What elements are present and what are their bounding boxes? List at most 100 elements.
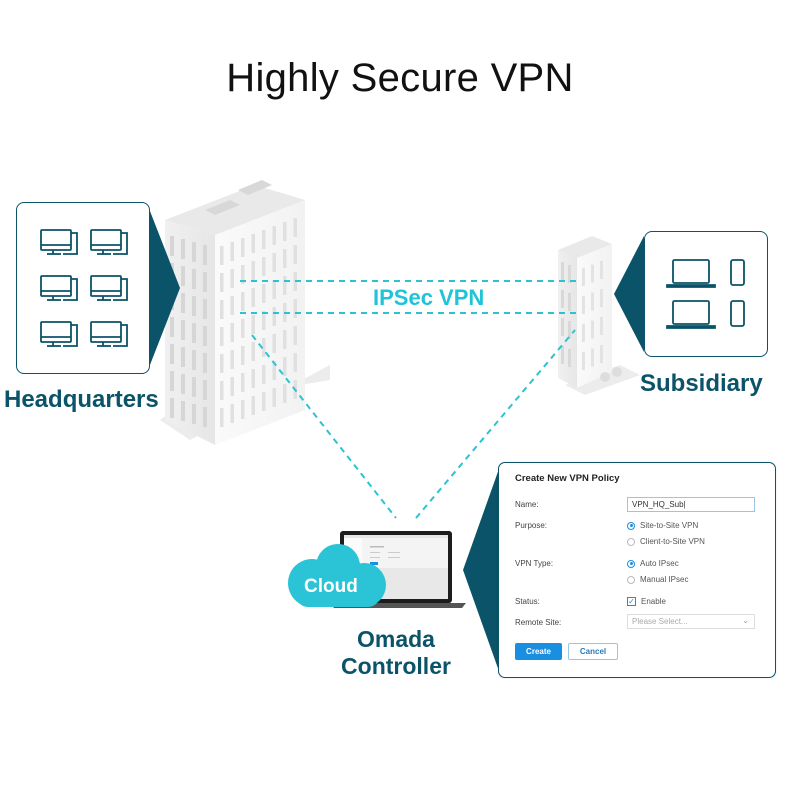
radio-unselected-icon[interactable]: [627, 575, 635, 584]
window: [203, 299, 207, 319]
desktop-icon: [90, 321, 128, 347]
window: [181, 374, 185, 394]
window: [220, 327, 224, 346]
window: [293, 326, 297, 345]
vpn-type-option-auto[interactable]: Auto IPsec: [627, 559, 679, 568]
window: [272, 334, 276, 353]
window: [251, 288, 255, 307]
window: [192, 296, 196, 316]
radio-unselected-icon[interactable]: [627, 537, 635, 546]
purpose-option-site-to-site[interactable]: Site-to-Site VPN: [627, 521, 698, 530]
window: [561, 346, 564, 364]
window: [591, 264, 594, 283]
create-button[interactable]: Create: [515, 643, 562, 660]
window: [192, 242, 196, 262]
window: [568, 265, 571, 283]
window: [600, 289, 603, 307]
window: [220, 381, 224, 400]
window: [230, 323, 234, 342]
radio-selected-icon[interactable]: [627, 521, 635, 530]
window: [192, 350, 196, 370]
vpn-type-label: VPN Type:: [515, 559, 554, 568]
subsidiary-device-icons: [666, 259, 745, 329]
laptop-icon: [666, 300, 716, 329]
window: [262, 365, 266, 384]
chevron-down-icon: ⌄: [742, 616, 749, 625]
window: [283, 222, 287, 241]
window: [293, 218, 297, 237]
subsidiary-devices-panel: [644, 231, 768, 357]
window: [283, 249, 287, 268]
window: [582, 268, 585, 286]
remote-site-select[interactable]: Please Select... ⌄: [627, 614, 755, 629]
window: [192, 323, 196, 343]
form-title: Create New VPN Policy: [515, 473, 620, 484]
window: [272, 280, 276, 299]
window: [192, 404, 196, 424]
vpn-type-option-manual[interactable]: Manual IPsec: [627, 575, 688, 584]
window: [582, 352, 585, 370]
sub-callout-arrow: [614, 236, 644, 352]
form-callout-arrow: [463, 466, 500, 674]
window: [230, 296, 234, 315]
create-vpn-policy-form: Create New VPN Policy Name: VPN_HQ_Sub| …: [498, 462, 776, 678]
window: [600, 345, 603, 363]
window: [262, 257, 266, 276]
window: [251, 396, 255, 415]
omada-controller-label: Omada Controller: [318, 626, 474, 680]
window: [220, 354, 224, 373]
name-input[interactable]: VPN_HQ_Sub|: [627, 497, 755, 512]
window: [251, 315, 255, 334]
window: [293, 299, 297, 318]
window: [591, 292, 594, 311]
laptop-icon: [666, 259, 716, 288]
window: [293, 353, 297, 372]
ipsec-vpn-label: IPSec VPN: [373, 285, 485, 310]
window: [203, 245, 207, 265]
window: [241, 373, 245, 392]
remote-site-placeholder: Please Select...: [632, 617, 688, 626]
purpose-option-client-to-site[interactable]: Client-to-Site VPN: [627, 537, 705, 546]
window: [251, 342, 255, 361]
window: [283, 384, 287, 403]
window: [241, 346, 245, 365]
window: [230, 242, 234, 261]
desktop-icon: [40, 229, 78, 255]
window: [170, 371, 174, 391]
headquarters-label: Headquarters: [4, 386, 159, 413]
window: [262, 311, 266, 330]
window: [203, 407, 207, 427]
window: [203, 353, 207, 373]
cancel-button[interactable]: Cancel: [568, 643, 618, 660]
window: [230, 269, 234, 288]
window: [181, 347, 185, 367]
desktop-icons-grid: [40, 229, 128, 347]
remote-site-label: Remote Site:: [515, 618, 562, 627]
vpn-tunnel-lines: [240, 280, 578, 519]
window: [170, 317, 174, 337]
headquarters-devices-panel: [16, 202, 150, 374]
window: [283, 357, 287, 376]
window: [220, 273, 224, 292]
window: [230, 404, 234, 423]
window: [272, 361, 276, 380]
window: [251, 261, 255, 280]
window: [262, 284, 266, 303]
vpn-type-option-label: Manual IPsec: [640, 575, 689, 584]
window: [272, 226, 276, 245]
omada-controller-label-line2: Controller: [341, 653, 451, 679]
purpose-option-label: Client-to-Site VPN: [640, 537, 705, 546]
window: [230, 350, 234, 369]
window: [181, 293, 185, 313]
window: [262, 338, 266, 357]
subsidiary-label: Subsidiary: [640, 370, 763, 397]
window: [600, 317, 603, 335]
checkbox-checked-icon[interactable]: ✓: [627, 597, 636, 606]
window: [230, 377, 234, 396]
status-enable-checkbox[interactable]: ✓ Enable: [627, 597, 666, 606]
window: [251, 234, 255, 253]
window: [203, 326, 207, 346]
window: [170, 398, 174, 418]
radio-selected-icon[interactable]: [627, 559, 635, 568]
